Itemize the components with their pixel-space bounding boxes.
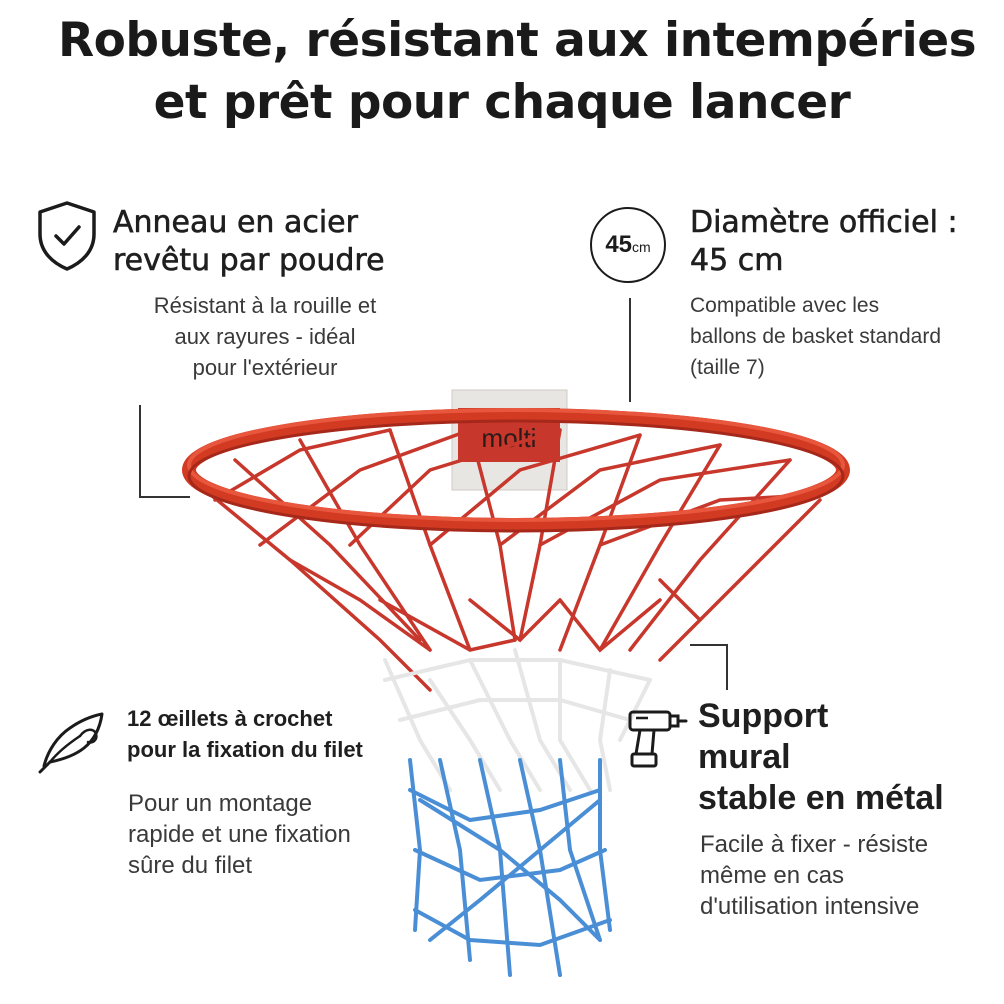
hooks-feature-description: Pour un montage rapide et une fixation s… xyxy=(128,790,351,879)
leaf-hook-icon xyxy=(38,712,104,774)
mount-feature-description: Facile à fixer - résiste même en cas d'u… xyxy=(700,831,929,920)
brand-label: molti xyxy=(482,423,537,453)
connector-line-ring xyxy=(139,405,190,498)
page-title: Robuste, résistant aux intempéries et pr… xyxy=(0,10,1004,134)
diameter-feature-title: Diamètre officiel : 45 cm xyxy=(690,205,958,279)
shield-check-icon xyxy=(38,201,96,271)
connector-line-mount xyxy=(690,644,728,690)
net-white xyxy=(383,648,652,792)
ring-feature-title: Anneau en acier revêtu par poudre xyxy=(113,205,385,279)
title-line-1: Robuste, résistant aux intempéries xyxy=(57,13,977,68)
hoop-rim xyxy=(182,408,850,533)
diameter-feature-description: Compatible avec les ballons de basket st… xyxy=(690,294,942,379)
ring-feature-description: Résistant à la rouille et aux rayures - … xyxy=(153,293,377,380)
net-red xyxy=(203,428,822,692)
title-line-2: et prêt pour chaque lancer xyxy=(153,75,851,130)
drill-icon xyxy=(628,710,688,768)
hooks-feature-title: 12 œillets à crochet pour la fixation du… xyxy=(127,706,363,762)
mount-feature-title: Support mural stable en métal xyxy=(698,697,944,817)
net-blue xyxy=(408,758,612,977)
